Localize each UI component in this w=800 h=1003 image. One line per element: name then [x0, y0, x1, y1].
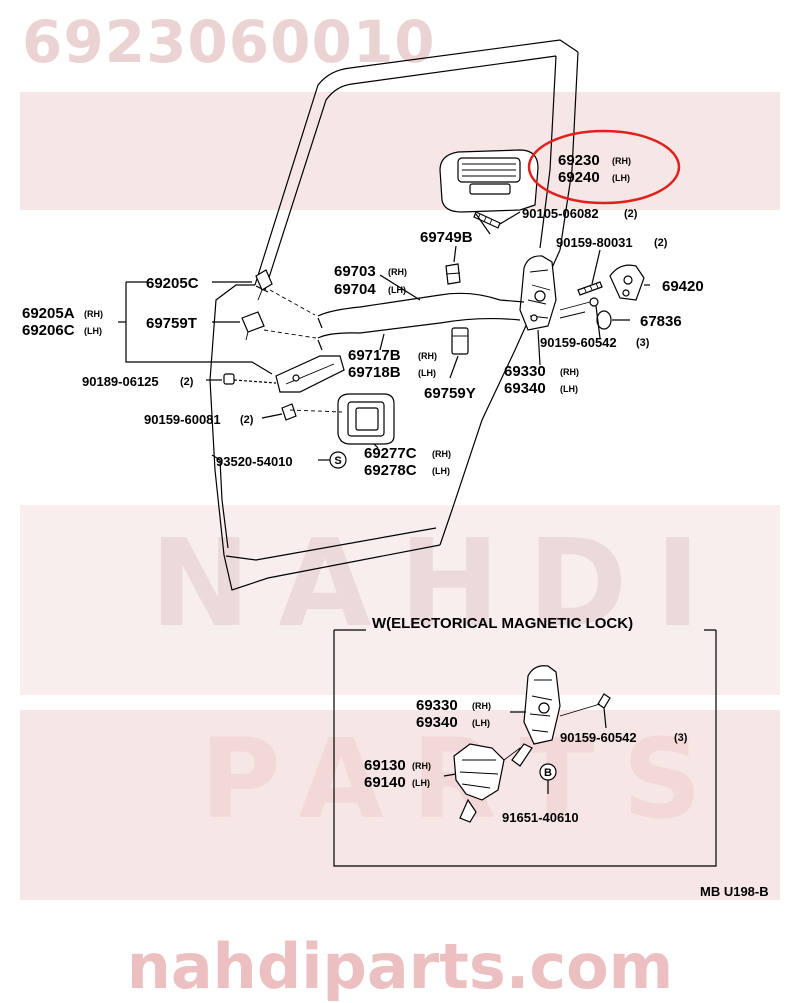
inside-handle-lever [275, 355, 345, 393]
label-69330: 69330 [504, 363, 546, 380]
label-69749b: 69749B [420, 229, 473, 246]
inset-label-69340-side: (LH) [472, 718, 490, 728]
inset-label-69340: 69340 [416, 714, 458, 731]
inside-handle-rod [317, 317, 521, 351]
label-69704: 69704 [334, 281, 376, 298]
label-69230: 69230 [558, 152, 600, 169]
inset-label-91651-40610: 91651-40610 [502, 810, 579, 825]
inset-label-69130: 69130 [364, 757, 406, 774]
door-lock-rod [317, 292, 525, 329]
label-69718b: 69718B [348, 364, 401, 381]
diagram-code: MB U198-B [700, 884, 769, 899]
lock-screws [559, 297, 599, 319]
label-69340: 69340 [504, 380, 546, 397]
inset-title: W(ELECTORICAL MAGNETIC LOCK) [372, 615, 633, 632]
handle-screw [473, 211, 521, 229]
label-69718b-side: (LH) [418, 368, 436, 378]
label-69704-side: (LH) [388, 285, 406, 295]
label-69277c: 69277C [364, 445, 417, 462]
label-90189-qty: (2) [180, 376, 194, 388]
label-69340-side: (LH) [560, 384, 578, 394]
rod-clip-69749b [445, 263, 461, 285]
bolt-symbol-letter: B [544, 767, 552, 779]
label-69420: 69420 [662, 278, 704, 295]
grommet-90189 [223, 373, 277, 385]
striker-screw [577, 281, 603, 296]
label-69330-side: (RH) [560, 367, 579, 377]
watermark-band-bottom [20, 710, 780, 900]
inset-label-90159-60542: 90159-60542 [560, 730, 637, 745]
label-69206c-side: (LH) [84, 326, 102, 336]
label-69240-side: (LH) [612, 173, 630, 183]
watermark-band-top [20, 92, 780, 210]
label-69278c-side: (LH) [432, 466, 450, 476]
part-labels: 69230 (RH) 69240 (LH) 90105-06082 (2) 69… [22, 152, 704, 479]
lock-knob [255, 269, 273, 301]
inset-label-69330-side: (RH) [472, 701, 491, 711]
door-striker [609, 264, 645, 301]
label-69278c: 69278C [364, 462, 417, 479]
handle-screw-90159 [281, 403, 297, 421]
inset-magnetic-lock: W(ELECTORICAL MAGNETIC LOCK) B 69330 [333, 615, 717, 867]
highlight-ellipse [527, 129, 681, 205]
watermark-site: nahdiparts.com [126, 930, 674, 1003]
inside-handle-bezel [337, 393, 395, 445]
label-69277c-side: (RH) [432, 449, 451, 459]
label-93520-54010: 93520-54010 [216, 454, 293, 469]
label-90159-60081-qty: (2) [240, 414, 254, 426]
door-lock-assembly [519, 255, 557, 331]
hole-plug-67836 [596, 310, 612, 330]
label-69717b: 69717B [348, 347, 401, 364]
outside-door-handle [439, 149, 539, 213]
label-69205a: 69205A [22, 305, 75, 322]
label-69759y: 69759Y [424, 385, 476, 402]
watermark-part-number: 6923060010 [22, 8, 436, 76]
label-90159-60542-qty: (3) [636, 337, 650, 349]
inset-label-69130-side: (RH) [412, 761, 431, 771]
watermark-brand-top: NAHDI [150, 515, 728, 654]
watermark-brand-bottom: PARTS [200, 715, 730, 843]
assembly-lines [263, 289, 343, 413]
label-67836: 67836 [640, 313, 682, 330]
leader-lines [118, 213, 650, 461]
label-69717b-side: (RH) [418, 351, 437, 361]
label-69230-side: (RH) [612, 156, 631, 166]
screw-symbol: S [329, 451, 347, 469]
inset-label-90159-qty: (3) [674, 732, 688, 744]
label-69206c: 69206C [22, 322, 75, 339]
label-69205c: 69205C [146, 275, 199, 292]
label-69703-side: (RH) [388, 267, 407, 277]
label-69240: 69240 [558, 169, 600, 186]
label-69703: 69703 [334, 263, 376, 280]
screw-symbol-letter: S [334, 455, 341, 467]
label-69759t: 69759T [146, 315, 197, 332]
inset-label-69140: 69140 [364, 774, 406, 791]
label-90105-06082: 90105-06082 [522, 206, 599, 221]
inset-label-69330: 69330 [416, 697, 458, 714]
label-90159-80031-qty: (2) [654, 237, 668, 249]
rod-clip-69759t [241, 311, 265, 341]
label-90159-80031: 90159-80031 [556, 235, 633, 250]
label-69205a-side: (RH) [84, 309, 103, 319]
inset-label-69140-side: (LH) [412, 778, 430, 788]
clip-69759y [451, 327, 469, 355]
label-90189-06125: 90189-06125 [82, 374, 159, 389]
label-90159-60542: 90159-60542 [540, 335, 617, 350]
label-90159-60081: 90159-60081 [144, 412, 221, 427]
watermark-band-mid [20, 505, 780, 695]
label-90105-qty: (2) [624, 208, 638, 220]
